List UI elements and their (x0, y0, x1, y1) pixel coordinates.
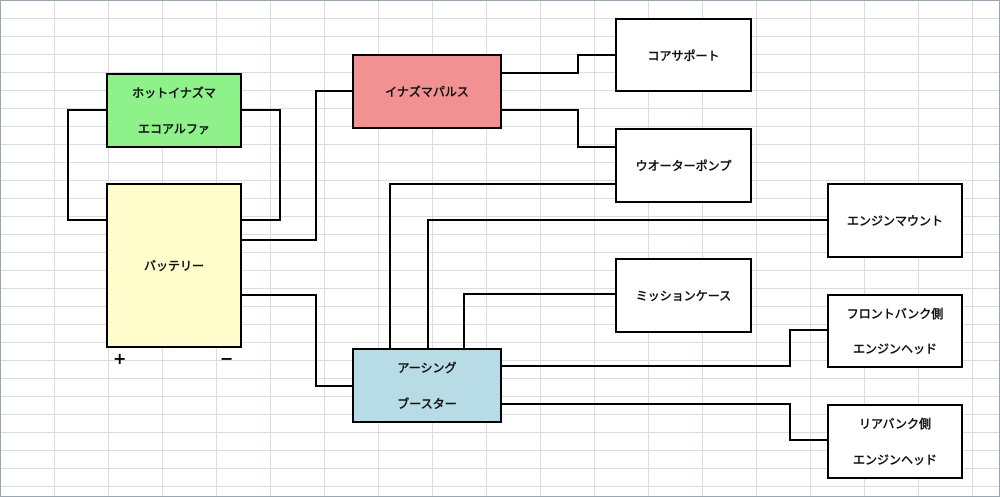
hot-inazuma-box: ホットイナズマ エコアルファ (106, 73, 242, 148)
engine-mount-label: エンジンマウント (846, 214, 943, 228)
wire-booster-pump (389, 183, 616, 349)
wire-booster-front (501, 329, 828, 367)
mission-case-box: ミッションケース (615, 258, 752, 333)
wire-booster-mount (427, 219, 828, 349)
water-pump-label: ウオーターポンプ (635, 159, 732, 173)
wire-battery-booster (242, 294, 353, 387)
engine-mount-box: エンジンマウント (827, 183, 963, 258)
earthing-booster-box: アーシング ブースター (352, 348, 502, 423)
mission-case-label: ミッションケース (635, 289, 732, 303)
front-engine-head-label: エンジンヘッド (852, 342, 937, 356)
wire-hot-right (242, 109, 281, 221)
inazuma-pulse-box: イナズマパルス (352, 54, 502, 129)
battery-label: バッテリー (143, 259, 204, 273)
battery-minus-terminal: − (220, 349, 234, 368)
front-bank-label: フロントバンク側 (846, 307, 944, 321)
water-pump-box: ウオーターポンプ (615, 128, 752, 203)
eco-alpha-label: エコアルファ (138, 121, 210, 136)
wire-hot-left (67, 109, 107, 221)
wire-battery-pulse (242, 90, 353, 241)
front-bank-engine-head-box: フロントバンク側 エンジンヘッド (827, 294, 963, 368)
hot-inazuma-label: ホットイナズマ (132, 86, 216, 101)
rear-engine-head-label: エンジンヘッド (852, 452, 937, 467)
core-support-box: コアサポート (615, 18, 752, 92)
inazuma-pulse-label: イナズマパルス (385, 85, 469, 99)
wire-pulse-pump (501, 109, 616, 148)
earthing-label: アーシング (397, 361, 457, 376)
wire-booster-rear (501, 403, 828, 441)
booster-label: ブースター (397, 396, 457, 411)
rear-bank-engine-head-box: リアバンク側 エンジンヘッド (827, 404, 963, 479)
rear-bank-label: リアバンク側 (858, 417, 932, 432)
battery-plus-terminal: + (113, 349, 127, 368)
battery-box: バッテリー (106, 183, 242, 348)
wire-booster-mission (463, 293, 616, 349)
core-support-label: コアサポート (647, 48, 720, 63)
wire-pulse-core (501, 54, 616, 74)
